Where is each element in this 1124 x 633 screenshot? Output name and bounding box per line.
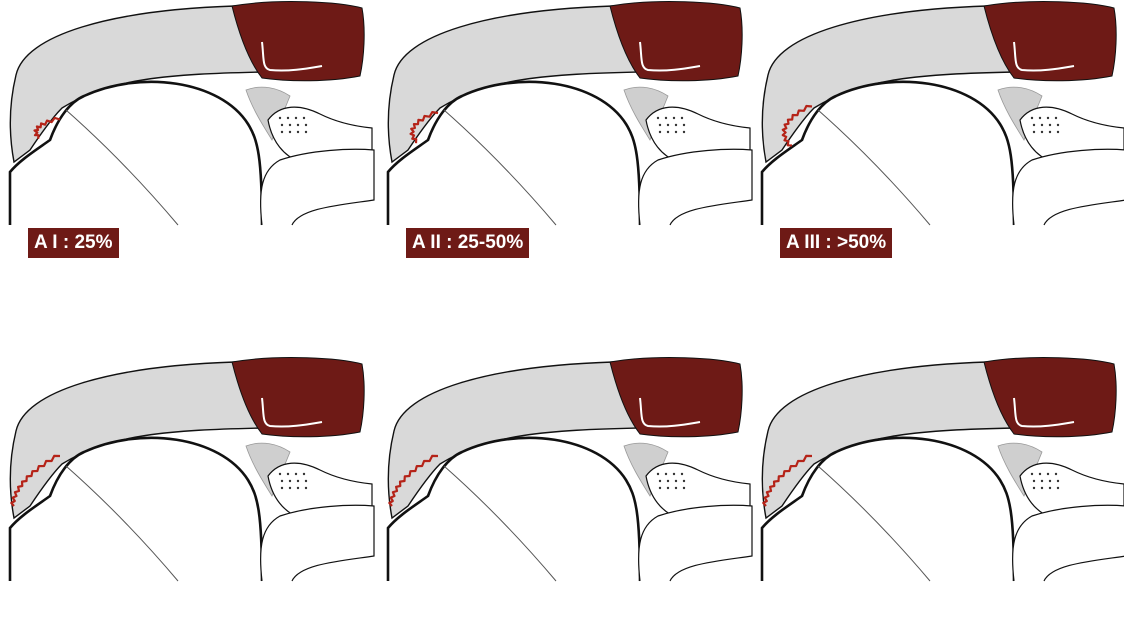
trabecular-dot bbox=[1039, 473, 1041, 475]
trabecular-dot bbox=[673, 473, 675, 475]
trabecular-dot bbox=[305, 480, 307, 482]
shoulder-illustration bbox=[752, 348, 1124, 573]
diagram-panel: A I : 25% bbox=[0, 0, 375, 285]
trabecular-dot bbox=[303, 117, 305, 119]
trabecular-dot bbox=[1057, 487, 1059, 489]
trabecular-dot bbox=[1049, 124, 1051, 126]
trabecular-dot bbox=[1055, 473, 1057, 475]
trabecular-dot bbox=[279, 117, 281, 119]
grade-label: A III : >50% bbox=[780, 228, 892, 258]
trabecular-dot bbox=[657, 117, 659, 119]
diagram-panel: A III : >50% bbox=[752, 0, 1124, 285]
trabecular-dot bbox=[281, 131, 283, 133]
trabecular-dot bbox=[295, 473, 297, 475]
trabecular-dot bbox=[657, 473, 659, 475]
trabecular-dot bbox=[667, 131, 669, 133]
trabecular-dot bbox=[683, 487, 685, 489]
trabecular-dot bbox=[305, 131, 307, 133]
trabecular-dot bbox=[683, 124, 685, 126]
trabecular-dot bbox=[667, 487, 669, 489]
trabecular-dot bbox=[675, 131, 677, 133]
grade-label: A II : 25-50% bbox=[406, 228, 529, 258]
scapula-body bbox=[639, 505, 752, 581]
trabecular-dot bbox=[287, 117, 289, 119]
trabecular-dot bbox=[1031, 473, 1033, 475]
trabecular-dot bbox=[659, 480, 661, 482]
trabecular-dot bbox=[659, 131, 661, 133]
trabecular-dot bbox=[287, 473, 289, 475]
trabecular-dot bbox=[667, 480, 669, 482]
trabecular-dot bbox=[289, 124, 291, 126]
trabecular-dot bbox=[279, 473, 281, 475]
shoulder-illustration bbox=[378, 0, 753, 225]
trabecular-dot bbox=[1057, 480, 1059, 482]
trabecular-dot bbox=[1033, 480, 1035, 482]
trabecular-dot bbox=[1047, 117, 1049, 119]
trabecular-dot bbox=[1031, 117, 1033, 119]
trabecular-dot bbox=[1041, 124, 1043, 126]
trabecular-dot bbox=[659, 487, 661, 489]
trabecular-dot bbox=[289, 480, 291, 482]
trabecular-dot bbox=[289, 131, 291, 133]
trabecular-dot bbox=[1047, 473, 1049, 475]
trabecular-dot bbox=[1049, 480, 1051, 482]
diagram-panel bbox=[752, 348, 1124, 633]
trabecular-dot bbox=[1041, 480, 1043, 482]
trabecular-dot bbox=[1039, 117, 1041, 119]
trabecular-dot bbox=[1049, 487, 1051, 489]
trabecular-dot bbox=[1055, 117, 1057, 119]
trabecular-dot bbox=[1033, 131, 1035, 133]
trabecular-dot bbox=[297, 480, 299, 482]
trabecular-dot bbox=[295, 117, 297, 119]
trabecular-dot bbox=[683, 480, 685, 482]
trabecular-dot bbox=[675, 487, 677, 489]
trabecular-dot bbox=[305, 487, 307, 489]
trabecular-dot bbox=[297, 131, 299, 133]
scapula-body bbox=[261, 149, 374, 225]
trabecular-dot bbox=[1057, 124, 1059, 126]
shoulder-illustration bbox=[752, 0, 1124, 225]
trabecular-dot bbox=[675, 124, 677, 126]
trabecular-dot bbox=[297, 124, 299, 126]
trabecular-dot bbox=[1041, 487, 1043, 489]
trabecular-dot bbox=[681, 473, 683, 475]
scapula-body bbox=[639, 149, 752, 225]
trabecular-dot bbox=[1049, 131, 1051, 133]
trabecular-dot bbox=[303, 473, 305, 475]
scapula-body bbox=[261, 505, 374, 581]
trabecular-dot bbox=[665, 117, 667, 119]
diagram-panel bbox=[0, 348, 375, 633]
trabecular-dot bbox=[281, 487, 283, 489]
trabecular-dot bbox=[305, 124, 307, 126]
trabecular-dot bbox=[289, 487, 291, 489]
shoulder-illustration bbox=[0, 348, 375, 573]
trabecular-dot bbox=[675, 480, 677, 482]
shoulder-illustration bbox=[0, 0, 375, 225]
trabecular-dot bbox=[281, 480, 283, 482]
trabecular-dot bbox=[1057, 131, 1059, 133]
trabecular-dot bbox=[681, 117, 683, 119]
shoulder-illustration bbox=[378, 348, 753, 573]
trabecular-dot bbox=[659, 124, 661, 126]
trabecular-dot bbox=[665, 473, 667, 475]
diagram-panel: A II : 25-50% bbox=[378, 0, 753, 285]
trabecular-dot bbox=[1041, 131, 1043, 133]
scapula-body bbox=[1013, 505, 1124, 581]
trabecular-dot bbox=[667, 124, 669, 126]
trabecular-dot bbox=[281, 124, 283, 126]
trabecular-dot bbox=[673, 117, 675, 119]
diagram-panel bbox=[378, 348, 753, 633]
trabecular-dot bbox=[1033, 487, 1035, 489]
scapula-body bbox=[1013, 149, 1124, 225]
trabecular-dot bbox=[1033, 124, 1035, 126]
grade-label: A I : 25% bbox=[28, 228, 119, 258]
trabecular-dot bbox=[297, 487, 299, 489]
trabecular-dot bbox=[683, 131, 685, 133]
